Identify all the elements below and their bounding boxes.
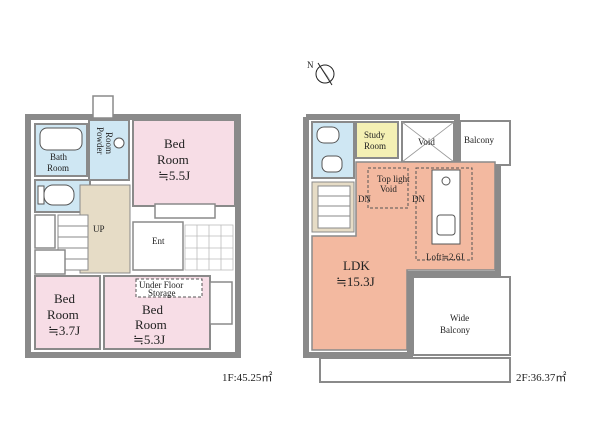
ldk-label: LDK (343, 258, 370, 273)
under-floor-label-1: Under Floor (139, 280, 183, 290)
bed-room-top-size: ≒5.5J (158, 168, 190, 183)
void-cross-2 (401, 121, 455, 163)
entrance-area (132, 221, 184, 271)
powder-door (92, 95, 114, 119)
bed-room-left-size: ≒3.7J (48, 323, 80, 338)
under-floor-storage-box (135, 278, 203, 298)
powder-room-label-1: Powder (95, 127, 105, 155)
top-light-label-1: Top light (377, 174, 410, 184)
sink-icon (113, 137, 125, 149)
sink-2f-icon (321, 155, 343, 173)
lower-balcony-edge (319, 357, 511, 383)
bed-room-left-label-1: Bed (54, 291, 75, 306)
closet-left (34, 249, 66, 275)
wide-balcony-area (412, 276, 511, 356)
closet-right (209, 281, 233, 325)
stove-icon (441, 176, 451, 186)
study-room-label-2: Room (364, 141, 386, 151)
bed-room-right-size: ≒5.3J (133, 332, 165, 347)
study-room-label-1: Study (364, 130, 386, 140)
void-top-label: Void (418, 137, 435, 147)
powder-room-label-2: Room (104, 132, 114, 154)
entrance-tiles (184, 224, 234, 271)
loft-box (415, 167, 473, 261)
stairs-2f-icon (317, 185, 351, 229)
bed-room-left-label-2: Room (47, 307, 79, 322)
floor2-plan: Study Room Void Balcony Top light Void D… (303, 114, 566, 384)
wide-balcony-label-2: Balcony (440, 325, 470, 335)
bed-room-left-area (34, 275, 101, 350)
stairs-up-label: UP (93, 224, 105, 234)
bed-room-top-label-1: Bed (164, 136, 185, 151)
toilet-icon (43, 184, 75, 206)
floor2-outer-wall (303, 114, 501, 358)
bed-room-right-label-2: Room (135, 317, 167, 332)
storage-left (34, 214, 56, 249)
bed-room-top-label-2: Room (157, 152, 189, 167)
dn-right-label: DN (412, 194, 425, 204)
entrance-label: Ent (152, 236, 165, 246)
compass-north-label: N (307, 60, 314, 70)
closet-top (154, 203, 216, 219)
floor1-outer-wall (25, 114, 241, 358)
loft-label: Loft≒2.6J (426, 252, 464, 262)
compass-icon: N (307, 60, 335, 86)
bath-room-label-2: Room (47, 163, 69, 173)
floor1-plan: Bath Room Powder Room Bed Room ≒5.5J UP … (25, 95, 272, 384)
under-floor-label-2: Storage (148, 288, 176, 298)
study-room-area (355, 121, 399, 159)
top-light-void-box (367, 167, 409, 209)
wide-balcony-label-1: Wide (450, 313, 469, 323)
bath-room-label-1: Bath (50, 152, 67, 162)
top-light-label-2: Void (380, 184, 397, 194)
ldk-size: ≒15.3J (336, 274, 375, 289)
bathtub-icon (39, 127, 83, 151)
powder-room-area (88, 119, 130, 181)
kitchen-sink-icon (436, 214, 456, 236)
floor1-area-label: 1F:45.25㎡ (222, 371, 272, 384)
dn-left-label: DN (358, 194, 371, 204)
floor2-area-label: 2F:36.37㎡ (516, 371, 566, 384)
bed-room-right-label-1: Bed (142, 302, 163, 317)
toilet-2f-icon (316, 126, 340, 144)
tank-icon (37, 185, 45, 205)
balcony-top-label: Balcony (464, 135, 494, 145)
